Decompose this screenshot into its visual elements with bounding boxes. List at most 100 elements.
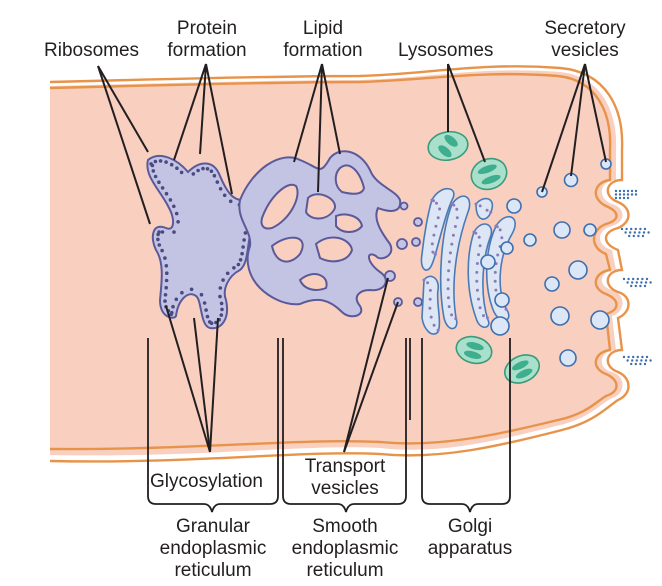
secreted-granule [614,189,618,193]
secreted-granule [626,281,629,284]
ribosome [169,162,174,167]
ribosome [174,211,179,216]
secretory-vesicle [550,306,570,326]
secreted-granule [630,189,634,193]
ribosome [207,320,212,324]
ribosome [151,169,156,173]
secreted-granule [641,234,645,238]
golgi-granule [446,278,450,282]
golgi-granule [482,314,485,318]
ribosome [153,174,158,179]
transport-vesicle-dots [384,201,423,307]
ribosome [157,230,161,234]
label-line: Protein [176,18,238,39]
ribosome [222,193,227,198]
golgi-granule [478,244,482,248]
secreted-granule [622,355,626,359]
secretory-vesicle [583,223,597,237]
secreted-granule [630,284,633,288]
ribosome [189,287,194,292]
secreted-granule [622,193,626,196]
ribosome [241,245,245,249]
secreted-granule [635,281,638,284]
golgi-granule [455,216,459,220]
ribosome [191,172,196,176]
ribosome [199,292,204,297]
secretory-vesicle [506,198,522,214]
label-line: Transport [304,456,386,477]
ribosome [242,238,246,242]
ribosome [160,186,165,190]
label-line: Granular [176,516,250,537]
leader-lines [97,63,607,453]
golgi-granule [436,216,440,220]
golgi-granule [493,270,497,274]
golgi-granule [429,315,433,319]
ribosome [218,286,223,290]
golgi-dots [422,198,508,332]
secreted-granule [625,227,628,231]
secreted-granule [622,196,626,200]
label-line: reticulum [306,560,384,581]
ribosome [221,278,225,282]
label-line: endoplasmic [291,538,399,559]
label-smooth-er: Smooth endoplasmic reticulum [282,516,408,582]
ribosome [163,256,167,260]
ribosome [220,307,224,312]
golgi-granule [478,306,482,310]
secretory-vesicle [544,276,560,292]
lysosomes [427,130,541,384]
ribosome [209,169,214,173]
golgi-granule [454,317,458,321]
ribosome [164,264,169,268]
ribosome [158,159,163,163]
ribosome [179,170,184,175]
golgi-granule [475,270,479,274]
secretory-vesicle [500,241,514,255]
ribosome [202,301,207,305]
ribosome [204,308,208,312]
secreted-granule [637,234,640,238]
secreted-granule [640,281,643,284]
ribosome [163,293,168,297]
ribosome [164,191,169,196]
label-lysosomes: Lysosomes [398,40,494,61]
label-secretory-vesicles: Secretory vesicles [538,18,632,62]
ribosome [205,167,210,171]
secreted-granule [620,227,624,231]
golgi-granule [493,279,497,283]
secreted-granule [614,193,618,196]
ribosome [174,297,179,302]
secreted-granule [634,284,637,288]
label-line: formation [283,40,363,61]
secreted-granule [634,193,638,196]
ribosome [232,266,236,270]
ribosome [172,230,176,234]
golgi-granule [500,236,504,240]
secreted-granule [631,359,634,362]
granular-er [146,154,259,330]
secreted-granule [644,359,648,362]
golgi-granule [426,281,430,285]
ribosome [172,204,176,209]
ribosome [163,299,167,303]
secretory-vesicle [559,349,577,367]
secreted-granule [642,231,646,234]
secreted-granule [638,231,641,234]
secreted-granule [639,362,642,366]
ribosome [164,278,169,283]
ribosome [157,243,162,247]
label-line: Golgi [447,516,493,537]
secreted-granule [624,231,627,234]
label-line: Smooth [312,516,378,537]
ribosome [215,180,220,184]
ribosome [164,160,168,164]
label-lipid-formation: Lipid formation [278,18,368,62]
golgi-granule [430,242,434,246]
golgi-granule [453,225,457,228]
secreted-granule [633,231,636,234]
secreted-granule [626,359,629,362]
ribosome [236,262,241,267]
secreted-granule [628,234,631,238]
